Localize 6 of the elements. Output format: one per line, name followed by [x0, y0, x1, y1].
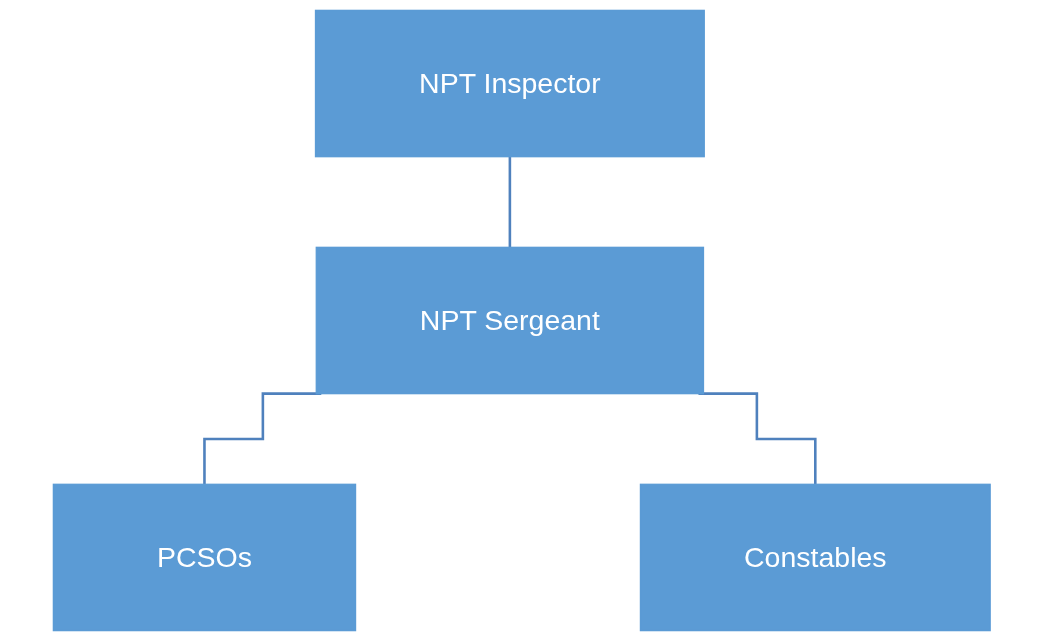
node-box: Constables	[639, 483, 991, 632]
connector	[698, 392, 817, 486]
node-box: NPT Inspector	[314, 9, 705, 158]
node-box: NPT Sergeant	[315, 246, 704, 395]
connector	[508, 155, 511, 249]
node-box: PCSOs	[52, 483, 356, 632]
